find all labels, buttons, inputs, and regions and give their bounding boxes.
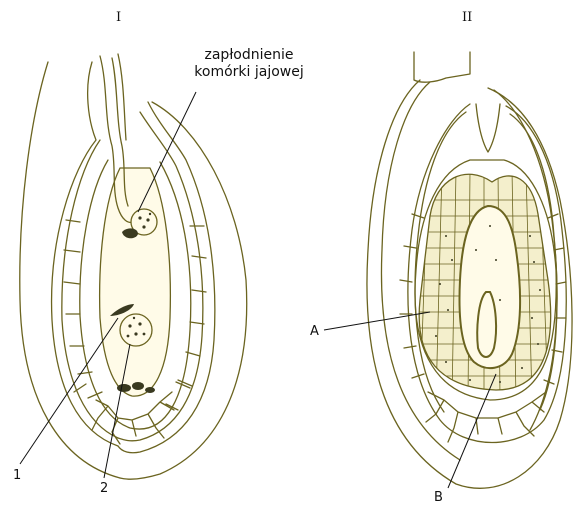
antipodal-cell-1 [117,384,131,392]
pointer-A [324,312,430,330]
embryo-proper [460,206,521,368]
annotation-line-2: komórki jajowej [176,64,322,80]
embryo-sac [100,168,171,396]
label-2: 2 [100,481,108,497]
panel-I-label: I [116,10,121,26]
pointer-annotation [138,92,196,212]
annotation-line-1: zapłodnienie [176,47,322,63]
pointer-B [448,374,496,488]
central-cell-nucleus [120,314,152,346]
label-1: 1 [13,468,21,484]
antipodal-cell-3 [145,387,155,393]
label-B: B [434,490,443,506]
antipodal-cell-2 [132,382,144,390]
ovule-I [20,54,247,479]
label-A: A [310,324,319,340]
panel-II-label: II [462,10,472,26]
